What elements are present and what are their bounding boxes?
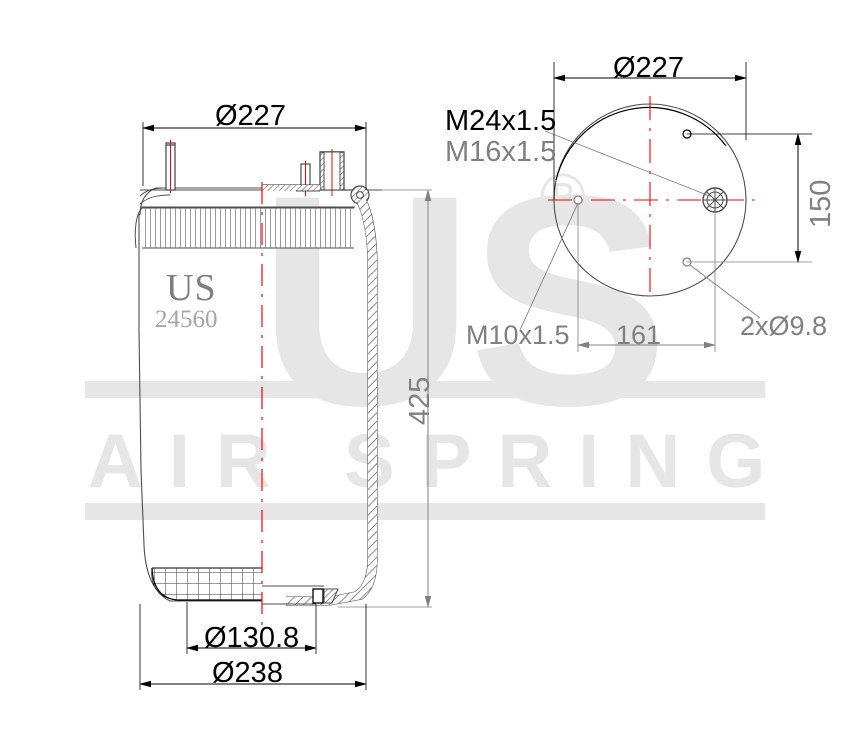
callout-mounting-holes: 2xØ9.8 [740, 311, 828, 341]
callout-alt-port-thread: M16x1.5 [445, 136, 557, 168]
callout-stud-thread: M10x1.5 [466, 320, 570, 350]
top-plate-view [519, 62, 812, 352]
product-number: 24560 [155, 306, 218, 333]
dimension-label-overall-height: 425 [404, 376, 436, 425]
product-mark-us: US [166, 267, 217, 309]
dimension-label-bottom-diameter: Ø238 [212, 657, 283, 689]
dimension-label-plate-diameter: Ø227 [613, 52, 684, 84]
dimension-label-piston-diameter: Ø130.8 [204, 622, 300, 654]
dimension-label-hole-spacing-horizontal: 161 [616, 320, 662, 350]
dimension-label-hole-spacing-vertical: 150 [805, 179, 837, 228]
air-port-symbol [702, 187, 728, 213]
callout-air-port-thread: M24x1.5 [445, 105, 557, 137]
side-section-view [134, 122, 432, 690]
dimension-label-top-diameter: Ø227 [215, 100, 286, 132]
